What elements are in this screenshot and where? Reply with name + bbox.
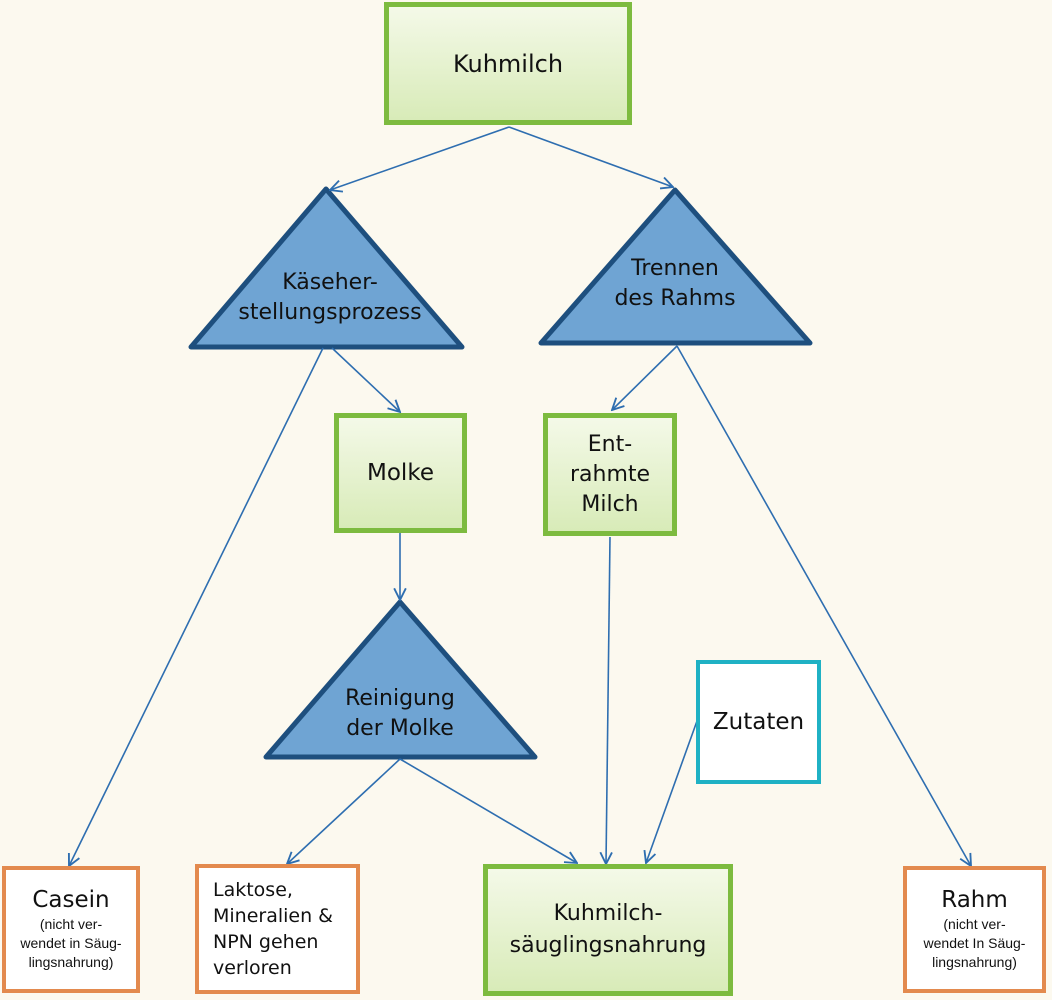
label-kaeseherstellung: Käseher- stellungsprozess (238, 270, 422, 325)
node-rahm: Rahm (nicht ver- wendet In Säug- lingsna… (903, 866, 1046, 993)
node-molke-label: Molke (367, 460, 434, 486)
triangle-reinigung (263, 599, 538, 760)
arrow-kuhmilch-trennen (508, 126, 673, 187)
node-kuhmilch: Kuhmilch (384, 2, 632, 125)
node-laktose-label: Laktose, Mineralien & NPN gehen verloren (213, 879, 334, 979)
node-entrahmte-milch: Ent- rahmte Milch (543, 413, 677, 536)
node-saeuglingsnahrung-label: Kuhmilch- säuglingsnahrung (509, 901, 707, 958)
node-casein-note: (nicht ver- wendet in Säug- lingsnahrung… (20, 916, 122, 970)
arrow-trennen-rahm (676, 345, 971, 866)
arrow-reinigung-laktose (287, 758, 401, 864)
triangle-trennen (538, 187, 813, 346)
node-casein-title: Casein (32, 887, 110, 913)
node-kuhmilch-label: Kuhmilch (452, 49, 564, 78)
arrow-zutaten-saeugling (646, 720, 698, 863)
node-rahm-note: (nicht ver- wendet In Säug- lingsnahrung… (923, 916, 1026, 970)
node-zutaten: Zutaten (696, 660, 821, 784)
arrow-entrahmte-saeugling (606, 536, 610, 864)
arrow-kaese-casein (69, 347, 324, 866)
arrow-trennen-entrahmte (612, 345, 678, 410)
node-casein: Casein (nicht ver- wendet in Säug- lings… (2, 866, 140, 993)
arrow-reinigung-saeugling (399, 758, 577, 863)
label-trennen: Trennen des Rahms (614, 256, 736, 311)
node-kuhmilch-saeuglingsnahrung: Kuhmilch- säuglingsnahrung (483, 864, 733, 996)
triangle-kaeseherstellung (188, 186, 465, 350)
arrow-kuhmilch-kaese (330, 126, 510, 190)
node-entrahmte-label: Ent- rahmte Milch (569, 431, 651, 517)
node-molke: Molke (334, 413, 467, 533)
node-zutaten-label: Zutaten (712, 709, 805, 735)
node-laktose: Laktose, Mineralien & NPN gehen verloren (195, 864, 360, 994)
node-rahm-title: Rahm (941, 887, 1008, 913)
arrow-kaese-molke (331, 347, 400, 412)
label-reinigung: Reinigung der Molke (345, 686, 455, 741)
